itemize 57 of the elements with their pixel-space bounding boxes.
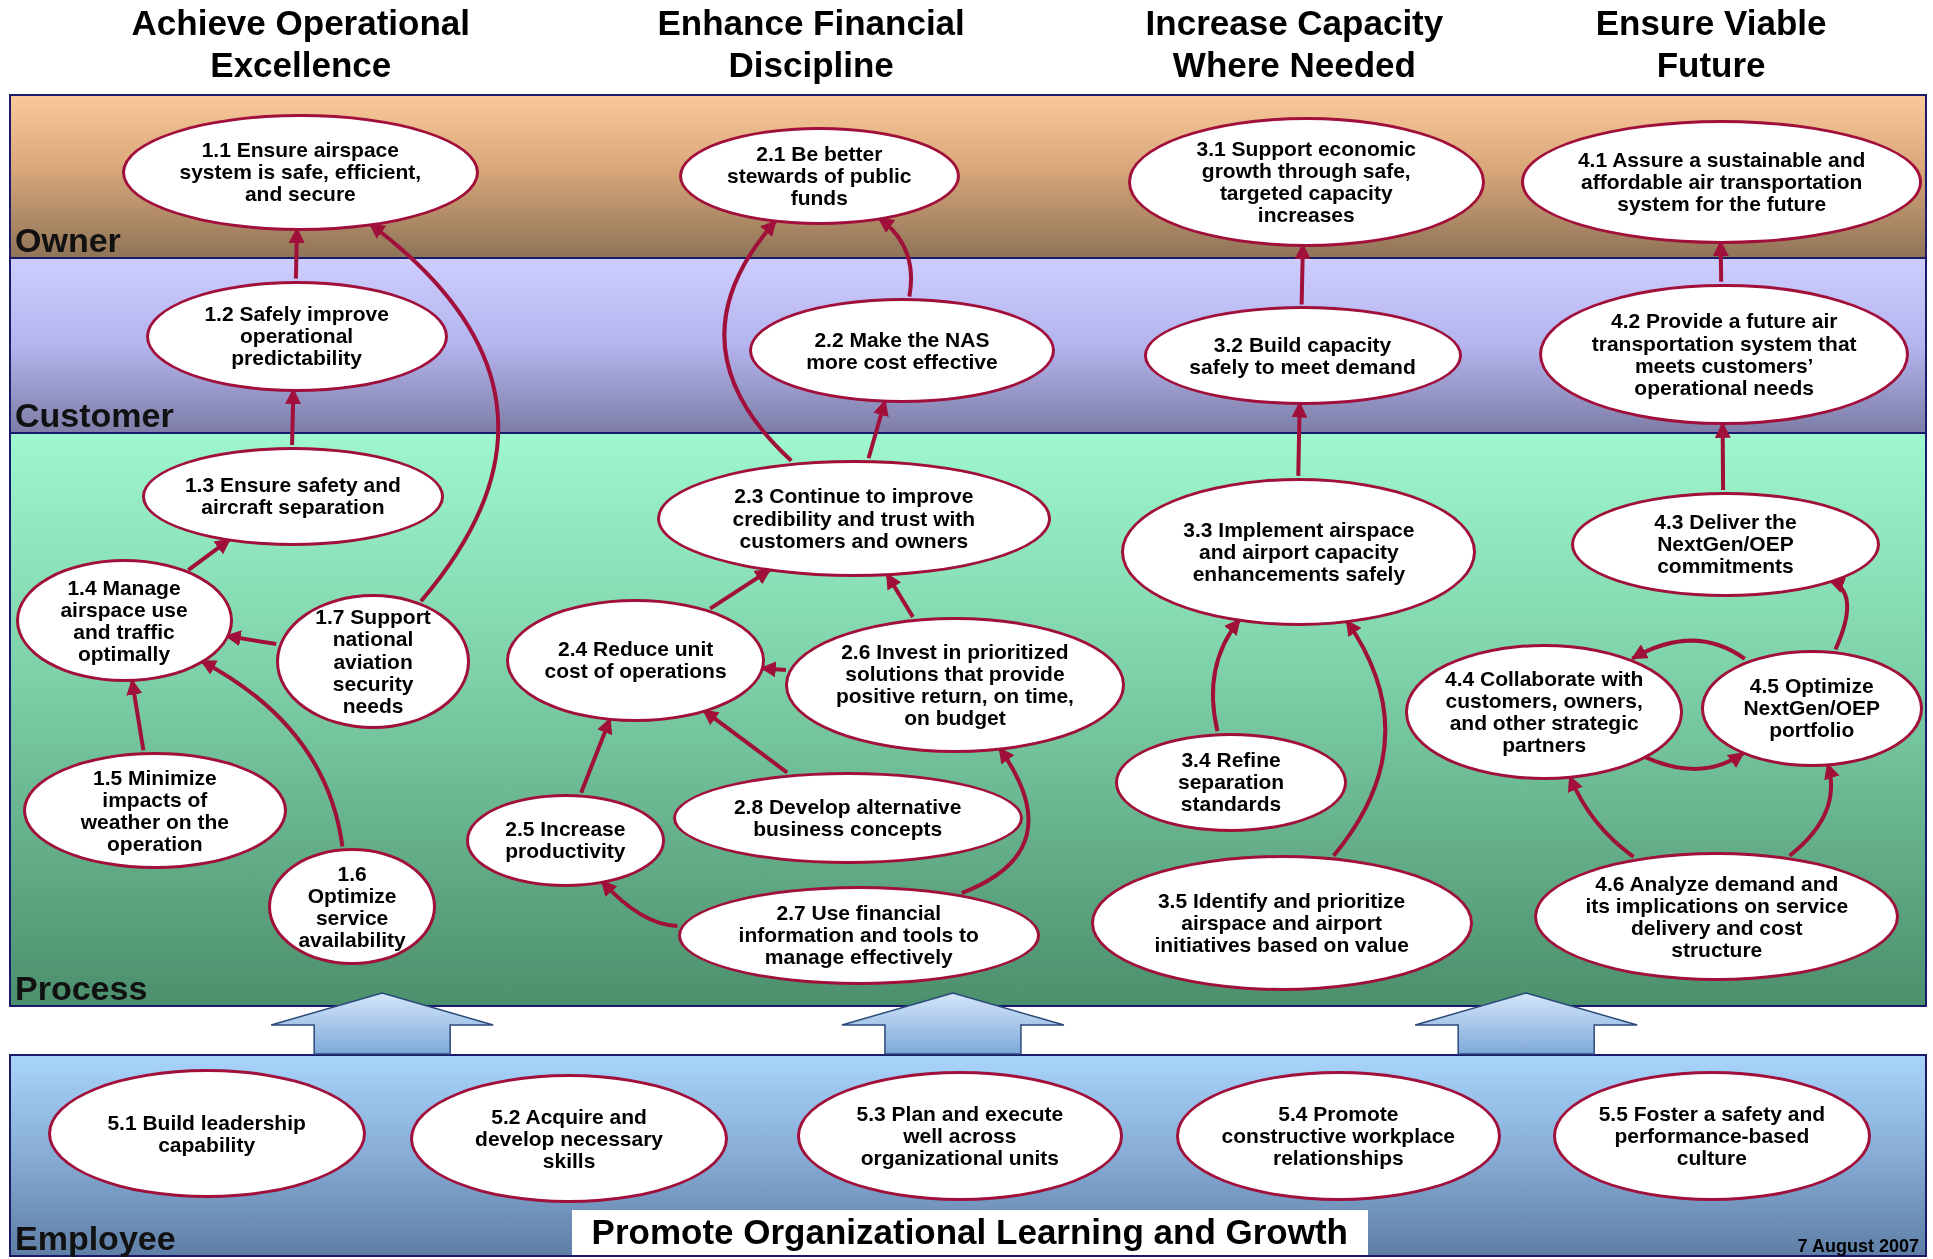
section-title: Promote Organizational Learning and Growth — [571, 1210, 1368, 1255]
column-heading: Increase Capacity Where Needed — [1144, 2, 1445, 86]
objective-text: 2.6 Invest in prioritized solutions that provide positive return, on time, on budget — [834, 640, 1075, 730]
column-heading: Ensure Viable Future — [1594, 2, 1828, 86]
column-heading: Enhance Financial Discipline — [656, 2, 966, 86]
band-background — [9, 257, 1927, 434]
objective-text: 1.6 Optimize service availability — [297, 862, 407, 951]
objective-text: 2.4 Reduce unit cost of operations — [543, 638, 728, 683]
objective-text: 4.5 Optimize NextGen/OEP portfolio — [1742, 675, 1881, 742]
arrow — [187, 537, 232, 572]
arrow — [722, 219, 793, 463]
objective-text: 2.7 Use financial information and tools to manage effectively — [737, 902, 980, 969]
objective-text: 2.2 Make the NAS more cost effective — [805, 328, 999, 373]
band-label: Owner — [15, 223, 121, 257]
block-arrow — [841, 992, 1065, 1055]
arrow — [702, 708, 789, 775]
objective-text: 2.1 Be better stewards of public funds — [726, 142, 913, 209]
band-background — [9, 94, 1927, 259]
block-arrow — [270, 992, 494, 1055]
date-note: 7 August 2007 — [1797, 1236, 1919, 1257]
arrow — [709, 568, 772, 611]
objective-text: 4.4 Collaborate with customers, owners, and other strategic partners — [1444, 667, 1645, 757]
arrow — [200, 659, 345, 847]
objective-text: 5.4 Promote constructive workplace relationships — [1221, 1103, 1456, 1170]
arrow — [877, 216, 913, 297]
objective-text: 3.5 Identify and prioritize airspace and airport initiatives based on value — [1153, 889, 1410, 956]
objective-text: 3.4 Refine separation standards — [1176, 749, 1286, 816]
objective-text: 3.2 Build capacity safely to meet demand — [1188, 333, 1417, 378]
arrow — [1631, 638, 1746, 661]
column-heading: Achieve Operational Excellence — [130, 2, 471, 86]
objective-text: 1.2 Safely improve operational predictability — [203, 303, 390, 370]
objective-text: 1.5 Minimize impacts of weather on the operation — [79, 766, 230, 855]
objective-text: 5.3 Plan and execute well across organizational units — [855, 1103, 1065, 1170]
band-label: Employee — [15, 1221, 176, 1255]
objective-text: 1.3 Ensure safety and aircraft separation — [184, 474, 402, 519]
objective-text: 4.2 Provide a future air transportation system that meets customers’ operational needs — [1591, 310, 1858, 399]
objective-text: 1.7 Support national aviation security needs — [314, 606, 432, 717]
objective-text: 3.1 Support economic growth through safe, targeted capacity increases — [1195, 137, 1417, 227]
objective-text: 5.5 Foster a safety and performance-based culture — [1597, 1103, 1827, 1170]
objective-text: 1.1 Ensure airspace system is safe, efficient, and secure — [178, 139, 423, 206]
objective-text: 2.5 Increase productivity — [504, 818, 627, 863]
objective-text: 5.2 Acquire and develop necessary skills — [474, 1105, 665, 1172]
arrow — [368, 222, 501, 603]
objective-text: 4.1 Assure a sustainable and affordable air transportation system for the future — [1577, 148, 1866, 216]
band-label: Process — [15, 971, 148, 1005]
objective-text: 3.3 Implement airspace and airport capacity enhancements safely — [1182, 518, 1416, 585]
objective-text: 2.3 Continue to improve credibility and trust with customers and owners — [731, 485, 977, 552]
arrow — [1211, 618, 1242, 732]
objective-text: 4.3 Deliver the NextGen/OEP commitments — [1653, 511, 1798, 578]
block-arrow — [1414, 992, 1638, 1055]
objective-text: 2.8 Develop alternative business concepts — [732, 796, 963, 841]
objective-text: 4.6 Analyze demand and its implications on service delivery and cost structure — [1585, 872, 1849, 961]
band-label: Customer — [15, 398, 174, 432]
band-background — [9, 432, 1927, 1007]
objective-text: 1.4 Manage airspace use and traffic optimally — [59, 576, 189, 665]
objective-text: 5.1 Build leadership capability — [106, 1111, 307, 1156]
band-background — [9, 1054, 1927, 1257]
